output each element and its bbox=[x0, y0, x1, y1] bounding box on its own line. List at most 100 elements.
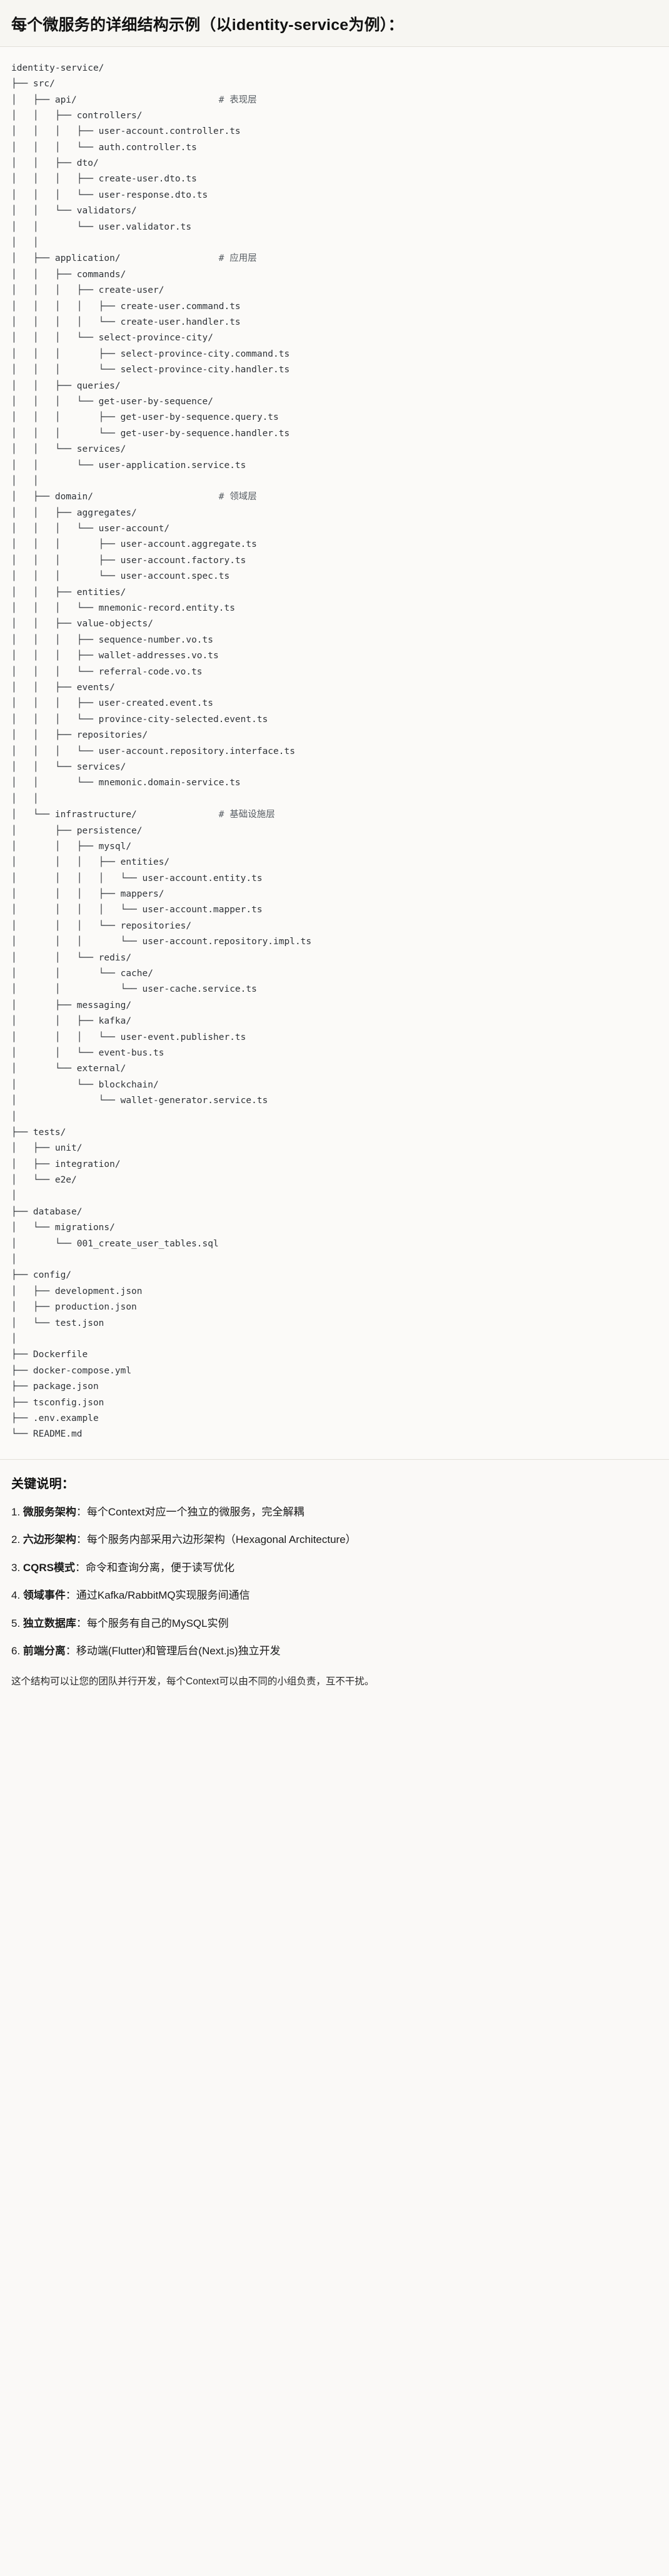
key-note-number: 4. bbox=[11, 1589, 23, 1602]
tree-line: │ │ │ │ └── user-account.mapper.ts bbox=[11, 905, 263, 915]
tree-line: │ │ │ └── referral-code.vo.ts bbox=[11, 666, 203, 677]
tree-line: │ │ │ ├── entities/ bbox=[11, 857, 170, 868]
tree-line: │ │ │ │ └── user-account.entity.ts bbox=[11, 873, 263, 883]
key-note-description: 通过Kafka/RabbitMQ实现服务间通信 bbox=[76, 1589, 250, 1602]
tree-line: │ │ │ └── user-event.publisher.ts bbox=[11, 1032, 246, 1042]
tree-line: │ │ │ ├── user-account.factory.ts bbox=[11, 555, 246, 566]
tree-line: │ │ bbox=[11, 238, 39, 248]
tree-line: │ │ └── services/ bbox=[11, 761, 126, 772]
tree-line: │ │ ├── controllers/ bbox=[11, 110, 143, 121]
tree-line: │ bbox=[11, 1111, 17, 1122]
tree-layer-comment: # 应用层 bbox=[218, 253, 257, 264]
key-note-term: 前端分离 bbox=[23, 1645, 66, 1657]
closing-paragraph: 这个结构可以让您的团队并行开发，每个Context可以由不同的小组负责，互不干扰… bbox=[11, 1676, 375, 1687]
tree-line: │ └── test.json bbox=[11, 1318, 104, 1328]
tree-line: │ ├── messaging/ bbox=[11, 1000, 132, 1011]
tree-line: │ │ │ ├── sequence-number.vo.ts bbox=[11, 634, 214, 645]
tree-line: │ bbox=[11, 1255, 17, 1265]
key-note-colon: ： bbox=[65, 1645, 76, 1657]
tree-line: │ │ │ ├── user-account.aggregate.ts bbox=[11, 539, 257, 550]
tree-line: │ ├── production.json bbox=[11, 1302, 137, 1313]
tree-line: │ │ └── user-application.service.ts bbox=[11, 460, 246, 471]
tree-line: ├── docker-compose.yml bbox=[11, 1365, 132, 1376]
key-note-item: 1. 微服务架构：每个Context对应一个独立的微服务，完全解耦 bbox=[11, 1504, 658, 1520]
tree-line: │ │ │ ├── user-account.controller.ts bbox=[11, 126, 241, 137]
tree-line: ├── tests/ bbox=[11, 1127, 66, 1138]
key-notes-heading: 关键说明： bbox=[11, 1477, 74, 1491]
tree-line: │ │ ├── queries/ bbox=[11, 380, 121, 391]
tree-line: identity-service/ bbox=[11, 63, 104, 73]
tree-line: │ │ └── validators/ bbox=[11, 206, 137, 216]
tree-line: ├── package.json bbox=[11, 1382, 99, 1392]
tree-line: ├── .env.example bbox=[11, 1413, 99, 1423]
tree-line: │ │ └── redis/ bbox=[11, 952, 132, 963]
tree-line: │ │ ├── mysql/ bbox=[11, 841, 132, 852]
tree-line: ├── Dockerfile bbox=[11, 1350, 88, 1360]
key-note-description: 每个服务有自己的MySQL实例 bbox=[86, 1617, 229, 1629]
key-note-term: CQRS模式 bbox=[23, 1561, 76, 1574]
key-note-number: 1. bbox=[11, 1505, 23, 1518]
key-notes-section: 关键说明： 1. 微服务架构：每个Context对应一个独立的微服务，完全解耦 2… bbox=[0, 1459, 669, 1708]
tree-line: │ ├── persistence/ bbox=[11, 825, 143, 836]
tree-line: │ │ ├── commands/ bbox=[11, 269, 126, 280]
key-note-description: 移动端(Flutter)和管理后台(Next.js)独立开发 bbox=[76, 1645, 281, 1657]
tree-line: │ │ │ └── select-province-city.handler.t… bbox=[11, 365, 290, 375]
tree-line: │ ├── domain/ # 领域层 bbox=[11, 492, 257, 502]
tree-line: ├── src/ bbox=[11, 79, 55, 89]
tree-layer-comment: # 领域层 bbox=[218, 492, 257, 502]
tree-layer-comment: # 表现层 bbox=[218, 94, 257, 105]
tree-line: │ │ │ ├── select-province-city.command.t… bbox=[11, 349, 290, 359]
key-note-colon: ： bbox=[65, 1589, 76, 1602]
key-note-term: 领域事件 bbox=[23, 1589, 66, 1602]
document-header: 每个微服务的详细结构示例（以identity-service为例）： bbox=[0, 0, 669, 47]
tree-line: │ │ ├── kafka/ bbox=[11, 1016, 132, 1027]
tree-line: │ │ │ ├── create-user/ bbox=[11, 285, 164, 296]
tree-line: │ │ bbox=[11, 793, 39, 804]
tree-line: ├── database/ bbox=[11, 1206, 83, 1217]
tree-line: │ │ │ └── get-user-by-sequence.handler.t… bbox=[11, 428, 290, 439]
tree-line: │ │ ├── value-objects/ bbox=[11, 619, 153, 629]
key-note-item: 4. 领域事件：通过Kafka/RabbitMQ实现服务间通信 bbox=[11, 1587, 658, 1604]
tree-line: │ │ ├── aggregates/ bbox=[11, 507, 137, 518]
key-note-number: 6. bbox=[11, 1645, 23, 1657]
tree-line: ├── config/ bbox=[11, 1270, 72, 1281]
key-notes-list: 1. 微服务架构：每个Context对应一个独立的微服务，完全解耦 2. 六边形架… bbox=[11, 1504, 658, 1659]
tree-line: │ │ │ └── user-account.spec.ts bbox=[11, 571, 230, 582]
tree-line: │ │ │ │ └── create-user.handler.ts bbox=[11, 317, 241, 327]
tree-line: │ └── wallet-generator.service.ts bbox=[11, 1096, 268, 1106]
tree-line: │ │ ├── dto/ bbox=[11, 158, 99, 169]
tree-line: │ │ └── mnemonic.domain-service.ts bbox=[11, 778, 241, 788]
tree-layer-comment: # 基础设施层 bbox=[218, 810, 275, 820]
key-note-term: 微服务架构 bbox=[23, 1505, 76, 1518]
tree-line: │ │ │ ├── wallet-addresses.vo.ts bbox=[11, 651, 219, 661]
tree-line: │ │ │ └── user-account.repository.interf… bbox=[11, 746, 295, 756]
directory-tree: identity-service/├── src/│ ├── api/ # 表现… bbox=[11, 61, 658, 1443]
tree-line: │ ├── integration/ bbox=[11, 1159, 121, 1169]
tree-line: │ │ │ ├── user-created.event.ts bbox=[11, 698, 214, 709]
key-note-item: 2. 六边形架构：每个服务内部采用六边形架构（Hexagonal Archite… bbox=[11, 1532, 658, 1548]
tree-line: │ │ └── user.validator.ts bbox=[11, 221, 192, 232]
tree-line: │ │ ├── events/ bbox=[11, 682, 115, 693]
tree-line: │ │ │ └── repositories/ bbox=[11, 920, 192, 931]
key-note-colon: ： bbox=[76, 1505, 87, 1518]
tree-line: │ │ │ └── get-user-by-sequence/ bbox=[11, 396, 214, 407]
tree-line: │ └── 001_create_user_tables.sql bbox=[11, 1238, 219, 1249]
tree-line: │ │ ├── repositories/ bbox=[11, 730, 148, 741]
tree-line: │ │ │ │ ├── create-user.command.ts bbox=[11, 301, 241, 312]
key-note-description: 每个服务内部采用六边形架构（Hexagonal Architecture） bbox=[86, 1534, 356, 1546]
page-title: 每个微服务的详细结构示例（以identity-service为例）： bbox=[11, 16, 404, 34]
key-note-item: 3. CQRS模式：命令和查询分离，便于读写优化 bbox=[11, 1560, 658, 1576]
directory-tree-block: identity-service/├── src/│ ├── api/ # 表现… bbox=[0, 46, 669, 1460]
tree-line: │ │ │ └── user-account.repository.impl.t… bbox=[11, 937, 312, 947]
tree-line: │ │ │ └── mnemonic-record.entity.ts bbox=[11, 603, 235, 614]
tree-line: │ ├── unit/ bbox=[11, 1143, 83, 1154]
key-note-colon: ： bbox=[76, 1534, 87, 1546]
tree-line: │ └── blockchain/ bbox=[11, 1079, 159, 1090]
tree-line: │ ├── application/ # 应用层 bbox=[11, 253, 257, 264]
tree-line: │ │ └── cache/ bbox=[11, 969, 153, 979]
tree-line: │ │ │ └── select-province-city/ bbox=[11, 333, 214, 344]
tree-line: │ └── e2e/ bbox=[11, 1175, 77, 1186]
key-note-description: 命令和查询分离，便于读写优化 bbox=[86, 1561, 235, 1574]
tree-line: │ │ │ └── user-response.dto.ts bbox=[11, 190, 208, 200]
tree-line: │ └── migrations/ bbox=[11, 1223, 115, 1233]
